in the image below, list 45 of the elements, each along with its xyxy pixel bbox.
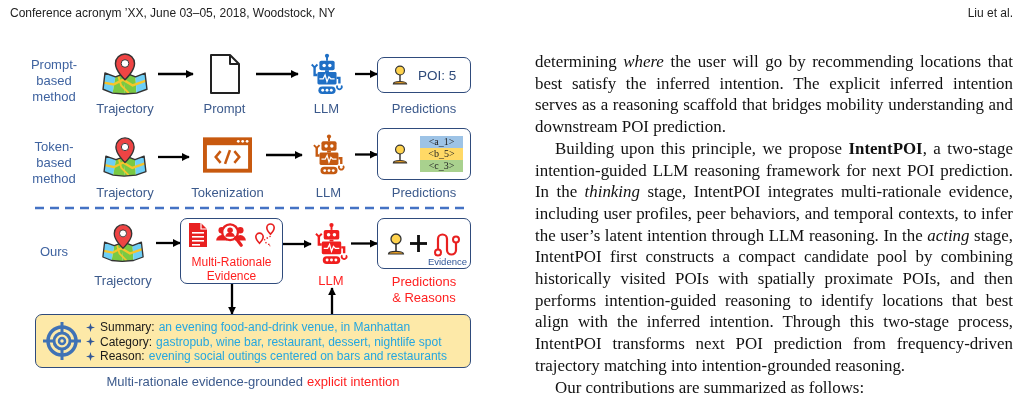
arrow <box>266 151 303 159</box>
author-header: Liu et al. <box>967 5 1013 21</box>
body-paragraph: determining where the user will go by recommending locations that best satisfy the inferred intention. The explicit inferred intention serves as a reasoning scaffold that bridges mobility understanding and downstream POI prediction. <box>535 51 1013 138</box>
body-paragraph: Our contributions are summarized as follows: <box>554 376 866 399</box>
row-label: Prompt-based method <box>29 57 79 105</box>
step-label: Prompt <box>203 101 246 116</box>
step-label: Predictions <box>391 185 457 200</box>
field-value: evening social outings centered on bars and restaurants <box>148 349 447 364</box>
row-label: Ours <box>38 244 70 260</box>
body-paragraph: Building upon this principle, we propose IntentPOI, a two-stage intention-guided LLM reasoning framework for next POI prediction. In the thinking stage, IntentPOI integrates multi-rationale evidence, including user profiles, peer behaviors, and temporal contexts, to infer the user’s latent intention through LLM reasoning. In the acting stage, IntentPOI first constructs a compact candidate pool by combining historically visited POIs with spatially proximate POIs, and then performs intention-guided reasoning to identify locations that best align with the inferred intention. Through this two-stage process, IntentPOI transforms next POI prediction from frequency-driven trajectory matching into intention-grounded reasoning. <box>535 137 1013 377</box>
arrow <box>355 70 378 78</box>
step-label: Trajectory <box>94 273 152 288</box>
evidence-tag: Evidence <box>427 256 467 267</box>
arrow <box>355 150 378 159</box>
arrow <box>158 153 190 161</box>
step-label: Predictions <box>391 101 457 116</box>
arrow <box>351 239 378 248</box>
poi-text: POI: 5 <box>418 67 457 83</box>
step-label: LLM <box>313 101 340 116</box>
caption-text: Multi-rationale evidence-grounded <box>106 374 304 390</box>
token-cell: <c_3> <box>420 160 463 173</box>
evidence-box <box>180 218 283 284</box>
field-key: Summary: <box>100 320 155 335</box>
step-label: LLM <box>318 273 344 288</box>
step-label: LLM <box>315 185 342 200</box>
row-label: Token-based method <box>31 139 77 187</box>
arrow <box>283 240 312 248</box>
step-label: Predictions & Reasons <box>390 274 458 306</box>
token-cell: <a_1> <box>420 135 463 148</box>
field-key: Category: <box>100 334 153 349</box>
caption-highlight: explicit intention <box>307 374 400 390</box>
step-label: Trajectory <box>96 185 154 200</box>
evidence-title: Multi-Rationale Evidence <box>190 255 273 283</box>
step-label: Trajectory <box>96 101 154 116</box>
step-label: Tokenization <box>191 185 264 200</box>
arrow <box>228 284 236 315</box>
arrow <box>156 239 181 247</box>
field-key: Reason: <box>100 349 145 364</box>
arrow <box>256 70 299 78</box>
field-value: gastropub, wine bar, restaurant, dessert, nightlife spot <box>156 334 442 349</box>
field-value: an evening food-and-drink venue, in Manhattan <box>158 320 411 335</box>
arrow <box>158 70 194 78</box>
running-header: Conference acronym ’XX, June 03–05, 2018, Woodstock, NY <box>10 5 336 21</box>
arrow <box>328 287 336 314</box>
intention-box <box>35 314 471 368</box>
